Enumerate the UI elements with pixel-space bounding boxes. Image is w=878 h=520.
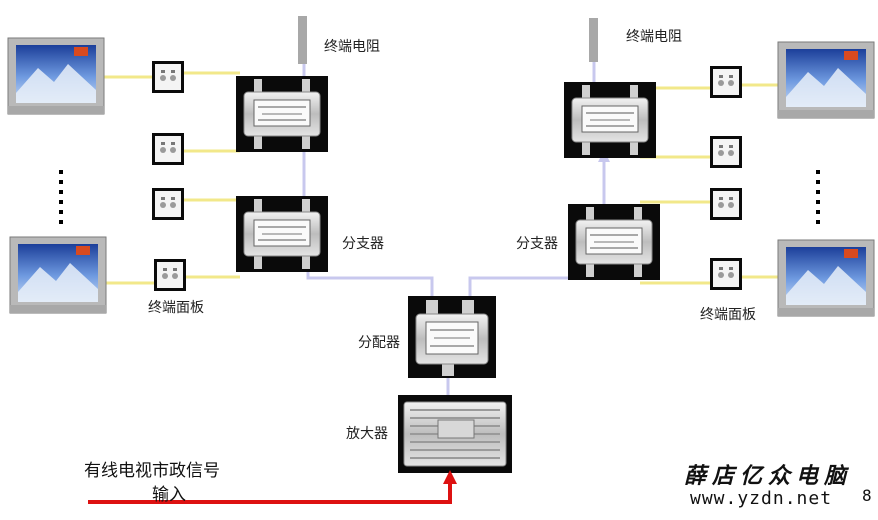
input-signal-label-2: 输入 xyxy=(152,485,186,505)
tv-top-left xyxy=(7,37,105,115)
terminal-panel-1 xyxy=(152,61,184,93)
terminal-resistor-label-right: 终端电阻 xyxy=(626,29,682,45)
brand-suffix: 8 xyxy=(862,486,873,505)
more-tvs-left-icon xyxy=(59,170,63,224)
brand-name: 薛店亿众电脑 xyxy=(684,463,853,489)
splitter-bottom-left xyxy=(235,195,329,273)
trunk-arrows xyxy=(298,140,610,162)
more-tvs-right-icon xyxy=(816,170,820,224)
distributor-label: 分配器 xyxy=(358,335,400,351)
splitter-bottom-right xyxy=(567,203,661,281)
terminal-panel-7 xyxy=(710,188,742,220)
amplifier-device xyxy=(398,395,512,473)
terminal-resistor-label-left: 终端电阻 xyxy=(324,39,380,55)
terminal-panel-6 xyxy=(710,136,742,168)
terminal-panel-5 xyxy=(710,66,742,98)
terminal-panel-4 xyxy=(154,259,186,291)
terminal-panel-label-left: 终端面板 xyxy=(148,300,204,316)
amplifier-label: 放大器 xyxy=(346,426,388,442)
brand-url: www.yzdn.net xyxy=(690,488,833,509)
terminal-panel-2 xyxy=(152,133,184,165)
distributor-device xyxy=(408,296,496,378)
terminal-panel-8 xyxy=(710,258,742,290)
input-signal-line xyxy=(88,470,457,504)
terminal-panel-3 xyxy=(152,188,184,220)
panel-cables xyxy=(98,71,780,285)
splitter-top-left xyxy=(235,75,329,153)
input-signal-label: 有线电视市政信号 xyxy=(84,461,220,481)
tv-top-right xyxy=(777,41,875,119)
terminal-panel-label-right: 终端面板 xyxy=(700,307,756,323)
splitter-label-right: 分支器 xyxy=(516,236,558,252)
splitter-label-left: 分支器 xyxy=(342,236,384,252)
tv-bottom-right xyxy=(777,239,875,317)
tv-bottom-left xyxy=(9,236,107,314)
terminal-resistor-left xyxy=(298,16,307,64)
trunk-cables xyxy=(302,60,606,395)
splitter-top-right xyxy=(563,81,657,159)
terminal-resistor-right xyxy=(589,18,598,62)
